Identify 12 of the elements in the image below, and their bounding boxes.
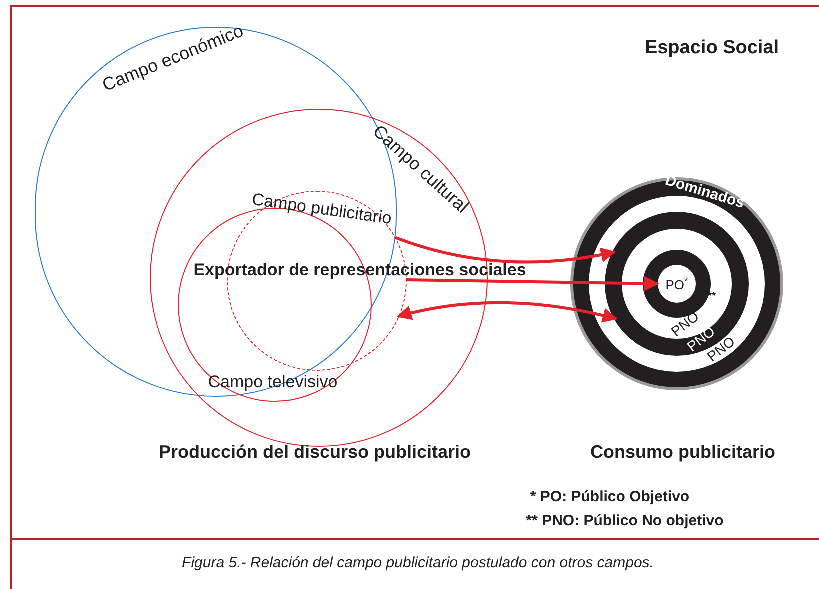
ring-label: PO$^{*}$ xyxy=(666,278,688,292)
text-label: Consumo publicitario xyxy=(590,443,776,461)
arrow xyxy=(394,236,616,264)
text-label: ** PNO: Público No objetivo xyxy=(526,514,724,528)
text-label: Espacio Social xyxy=(644,38,780,58)
arrow xyxy=(396,301,618,324)
text-label: Producción del discurso publicitario xyxy=(158,443,472,461)
text-label: * PO: Público Objetivo xyxy=(530,490,690,504)
arrow xyxy=(406,276,660,292)
target-drawing xyxy=(570,177,784,391)
ring-label: Campo publicitario xyxy=(251,190,393,228)
figure-caption: Figura 5.- Relación del campo publicitario postulado con otros campos. xyxy=(182,556,654,570)
